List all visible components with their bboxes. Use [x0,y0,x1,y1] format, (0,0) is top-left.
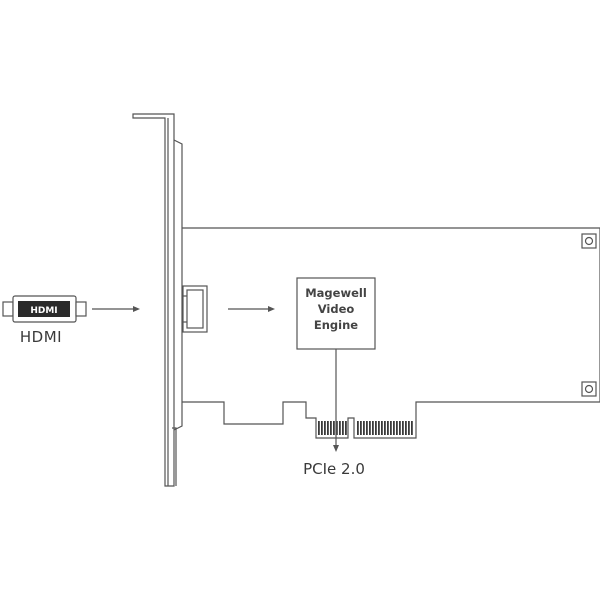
arrow-port-to-engine [228,306,275,312]
mounting-holes [581,233,597,397]
pcie-gold-fingers [318,421,413,435]
hdmi-label: HDMI [19,328,63,346]
hdmi-port [182,285,208,333]
arrow-hdmi-to-card [92,306,140,312]
pcie-label: PCIe 2.0 [303,460,365,478]
pcb-board [182,227,600,439]
arrow-engine-to-pcie [333,349,339,452]
video-engine-label: Magewell Video Engine [305,286,367,332]
pci-bracket [132,113,183,487]
hdmi-plug: HDMI [2,295,87,323]
hdmi-plug-text: HDMI [30,306,57,316]
